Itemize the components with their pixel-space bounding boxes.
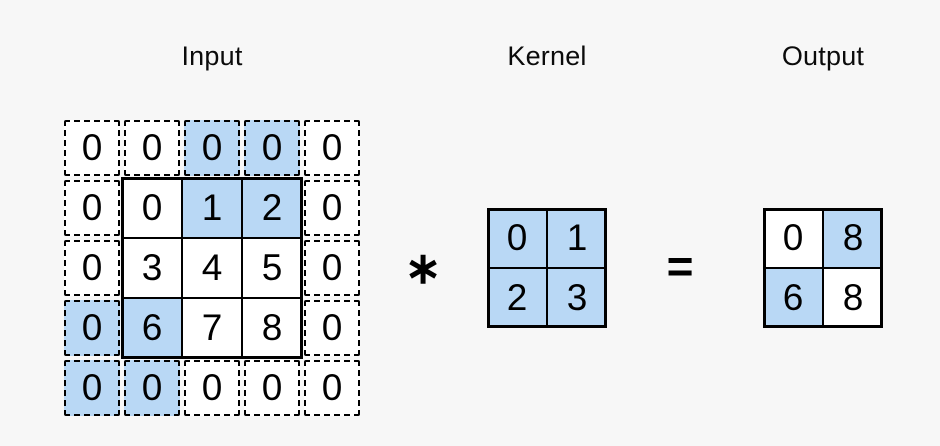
input-cell-r0c1: 0 <box>124 120 180 176</box>
input-cell-r2c1: 3 <box>122 238 182 298</box>
kernel-cell-r0c1: 1 <box>547 208 607 268</box>
input-cell-r0c4: 0 <box>304 120 360 176</box>
input-cell-r0c2: 0 <box>184 120 240 176</box>
kernel-cell-r1c1: 3 <box>547 268 607 328</box>
input-cell-r0c3: 0 <box>244 120 300 176</box>
input-cell-r1c2: 1 <box>182 178 242 238</box>
input-cell-r1c0: 0 <box>64 180 120 236</box>
kernel-cell-r1c0: 2 <box>487 268 547 328</box>
kernel-cell-r0c0: 0 <box>487 208 547 268</box>
input-cell-r4c0: 0 <box>64 360 120 416</box>
input-cell-r2c2: 4 <box>182 238 242 298</box>
input-cell-r3c0: 0 <box>64 300 120 356</box>
kernel-title: Kernel <box>507 41 587 71</box>
input-cell-r4c1: 0 <box>124 360 180 416</box>
input-cell-r3c4: 0 <box>304 300 360 356</box>
output-cell-r1c0: 6 <box>763 268 823 328</box>
equals-operator-icon: = <box>666 240 694 292</box>
input-cell-r3c1: 6 <box>122 298 182 358</box>
convolution-operator-icon: ∗ <box>404 243 442 293</box>
input-cell-r4c3: 0 <box>244 360 300 416</box>
input-title: Input <box>181 41 243 71</box>
input-cell-r2c0: 0 <box>64 240 120 296</box>
input-cell-r1c1: 0 <box>122 178 182 238</box>
input-cell-r4c2: 0 <box>184 360 240 416</box>
input-cell-r2c4: 0 <box>304 240 360 296</box>
output-title: Output <box>781 41 865 71</box>
output-cell-r0c1: 8 <box>823 208 883 268</box>
input-cell-r3c2: 7 <box>182 298 242 358</box>
input-cell-r1c4: 0 <box>304 180 360 236</box>
input-cell-r2c3: 5 <box>242 238 302 298</box>
input-cell-r4c4: 0 <box>304 360 360 416</box>
output-cell-r0c0: 0 <box>763 208 823 268</box>
input-cell-r0c0: 0 <box>64 120 120 176</box>
input-cell-r1c3: 2 <box>242 178 302 238</box>
input-cell-r3c3: 8 <box>242 298 302 358</box>
output-cell-r1c1: 8 <box>823 268 883 328</box>
